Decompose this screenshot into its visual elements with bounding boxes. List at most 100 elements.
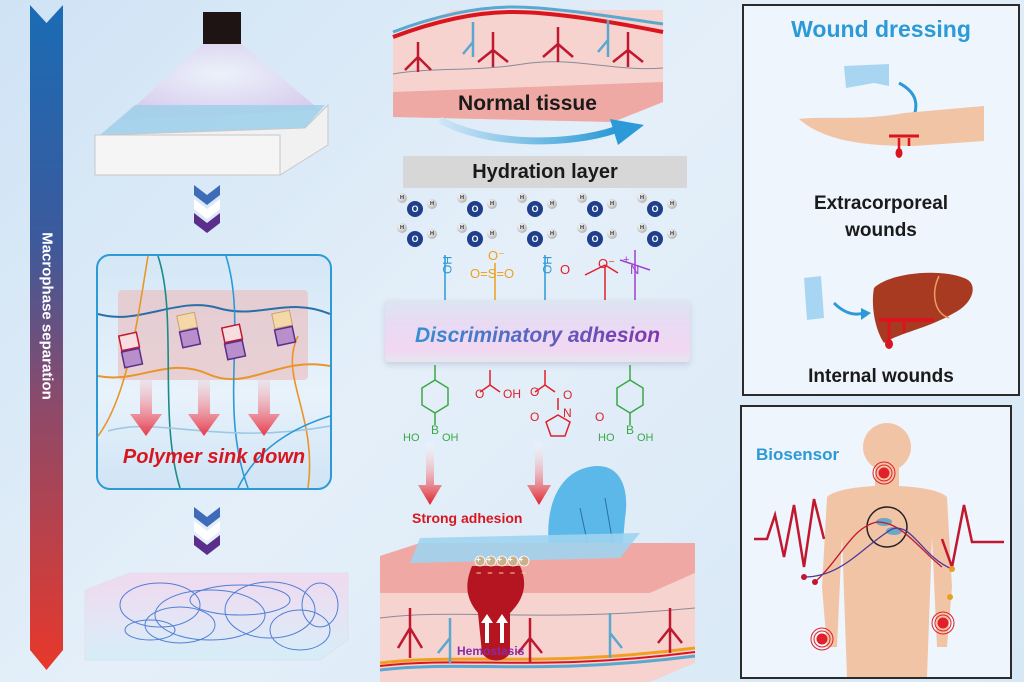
wound-dressing-title: Wound dressing: [791, 16, 971, 42]
adhesive-groups: [421, 365, 644, 437]
hydrogen-atom: H: [397, 193, 407, 203]
biosensor-title: Biosensor: [756, 445, 840, 464]
boronic-ho-right: HO: [598, 432, 615, 444]
nhs-o-link: O: [563, 388, 573, 402]
hydrogen-atom: H: [487, 199, 497, 209]
positive-charges: [474, 555, 530, 567]
gradient-arrow-shape: [30, 5, 63, 670]
hydration-layer-bar: Hydration layer: [403, 156, 687, 188]
minus-sign: −: [521, 568, 533, 578]
minus-sign: −: [487, 568, 499, 578]
hydrogen-atom: H: [607, 199, 617, 209]
hemostasis-label: Hemostasis: [457, 644, 525, 658]
hydration-layer-label: Hydration layer: [472, 161, 618, 183]
extracorporeal-label-line1: Extracorporeal: [813, 193, 949, 214]
hydrogen-atom: H: [397, 223, 407, 233]
hydroxyl-group-2: HO: [540, 256, 554, 274]
minus-sign: −: [476, 568, 488, 578]
minus-charges: −−−−−: [476, 568, 536, 578]
polymer-chains: [98, 256, 330, 488]
adhesion-arrows: [418, 442, 551, 505]
oxygen-atom: O: [527, 201, 543, 217]
pulse-point-icons: [810, 461, 955, 651]
biosensor-panel: Biosensor: [740, 405, 1012, 679]
extracorporeal-label-line2: wounds: [845, 220, 917, 241]
chevron-down-icon: [194, 507, 220, 555]
heart-sensor-ring: [866, 506, 908, 548]
oxygen-atom: O: [647, 201, 663, 217]
sulfonate-s: S: [487, 266, 497, 281]
sulfonate-o-minus: O⁻: [488, 248, 505, 263]
boronic-b-left: B: [431, 423, 440, 437]
curved-arrow-icon: [438, 116, 644, 145]
hydrogen-atom: H: [457, 223, 467, 233]
hydrogen-atom: H: [667, 199, 677, 209]
nhs-o-carbonyl: O: [530, 385, 540, 399]
strong-adhesion-label: Strong adhesion: [412, 510, 523, 526]
blood-clot: [467, 566, 525, 661]
oxygen-atom: O: [407, 231, 423, 247]
boronic-b-right: B: [626, 423, 635, 437]
sulfonate-group: O=S=O: [470, 266, 515, 281]
hydrogen-atom: H: [517, 193, 527, 203]
oxygen-atom: O: [467, 231, 483, 247]
carboxylic-o: O: [475, 387, 485, 401]
chevron-down-icon: [194, 185, 220, 233]
nhs-o-right: O: [595, 410, 605, 424]
hydrogen-atom: H: [637, 223, 647, 233]
oxygen-atom: O: [467, 201, 483, 217]
light-curing-mold: [94, 12, 329, 176]
plus-sign: +: [518, 555, 530, 564]
minus-sign: −: [509, 568, 522, 578]
plus-sign: +: [486, 555, 498, 564]
sulfonate-o-right: O: [503, 266, 515, 281]
carboxylic-oh: OH: [503, 387, 521, 401]
liver-icon: [872, 272, 973, 343]
plus-sign: +: [476, 555, 487, 564]
hydrogen-atom: H: [607, 229, 617, 239]
normal-tissue-illustration: [392, 5, 664, 122]
wound-tissue-illustration: [379, 466, 696, 682]
nhs-n: N: [563, 406, 572, 420]
hydrogen-atom: H: [577, 193, 587, 203]
hemostasis-arrows: [481, 614, 508, 643]
boronic-oh-left: OH: [442, 432, 459, 444]
hydrogen-atom: H: [427, 199, 437, 209]
hydrogen-atom: H: [547, 199, 557, 209]
oxygen-atom: O: [527, 231, 543, 247]
boronic-oh-right: OH: [637, 432, 654, 444]
internal-wounds-label: Internal wounds: [808, 366, 954, 387]
macrophase-separation-arrow: Macrophase separation: [30, 5, 63, 677]
hydrogel-network: [84, 572, 349, 661]
boronic-ho-left: HO: [403, 432, 420, 444]
wound-dressing-panel: Wound dressing Extracorporeal wounds Int…: [742, 4, 1020, 396]
plus-charges: +++++: [476, 555, 536, 564]
sulfonate-o-left: O: [470, 266, 481, 281]
carboxylate-o: O: [560, 262, 571, 277]
hydrogen-atom: H: [667, 229, 677, 239]
plus-sign: +: [497, 555, 509, 564]
hydroxyl-group-1: HO: [440, 256, 454, 274]
hydrogen-atom: H: [577, 223, 587, 233]
macrophase-separation-label: Macrophase separation: [38, 232, 56, 400]
hydrogen-atom: H: [457, 193, 467, 203]
ammonium-charge: +: [623, 254, 630, 266]
hydrogen-atom: H: [547, 229, 557, 239]
minus-sign: −: [498, 568, 510, 578]
oxygen-atom: O: [407, 201, 423, 217]
ammonium-n: N: [630, 262, 640, 277]
adhesive-hydrogel-slab: [385, 300, 690, 362]
human-body-illustration: [754, 423, 1004, 677]
discriminatory-adhesion-label: Discriminatory adhesion: [385, 324, 690, 348]
hydrophilic-groups: [444, 250, 651, 300]
ecg-wave: [754, 498, 1004, 572]
liver-wound-illustration: [804, 272, 973, 349]
hydrogen-atom: H: [487, 229, 497, 239]
normal-tissue-label: Normal tissue: [458, 92, 597, 115]
polymer-sink-down-label: Polymer sink down: [122, 446, 306, 468]
sink-arrows: [130, 380, 280, 436]
arm-wound-illustration: [799, 64, 984, 158]
oxygen-atom: O: [587, 201, 603, 217]
hydrogen-atom: H: [517, 223, 527, 233]
